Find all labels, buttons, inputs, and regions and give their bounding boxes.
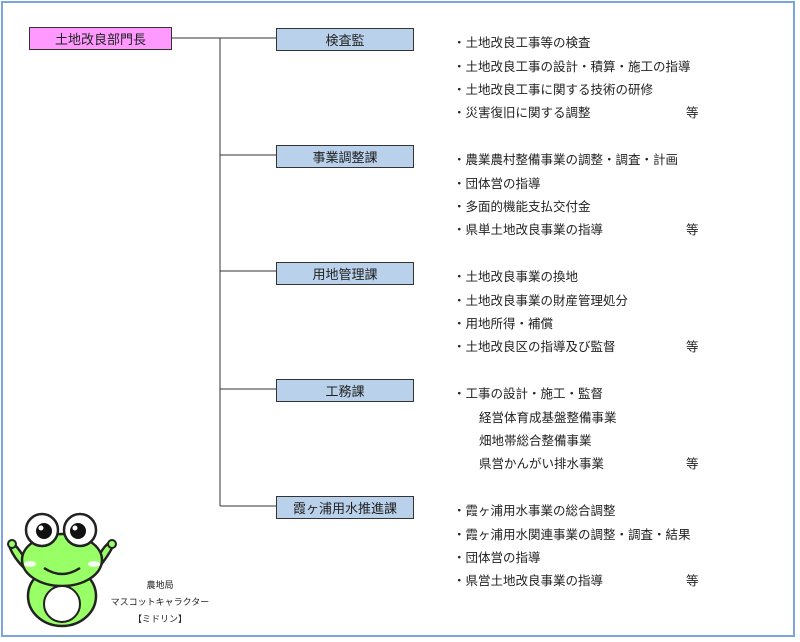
duty-item: ・災害復旧に関する調整 (453, 102, 591, 121)
unit-box-kensakan: 検査監 (276, 28, 414, 51)
mascot-caption-line3: 【ミドリン】 (100, 612, 220, 625)
mascot-caption-line2: マスコットキャラクター (100, 595, 220, 608)
mascot-caption-line1: 農地局 (100, 578, 220, 591)
unit-box-yochi-kanri: 用地管理課 (276, 262, 414, 285)
duty-item: 県営かんがい排水事業 (479, 453, 604, 472)
duty-item: ・工事の設計・施工・監督 (453, 383, 603, 402)
unit-label: 霞ヶ浦用水推進課 (293, 498, 397, 517)
head-label: 土地改良部門長 (55, 29, 146, 48)
duty-item: ・土地改良工事等の検査 (453, 32, 591, 51)
etc-mark: 等 (686, 336, 699, 355)
unit-label: 検査監 (325, 30, 364, 49)
duty-item: ・多面的機能支払交付金 (453, 196, 591, 215)
unit-label: 用地管理課 (312, 264, 377, 283)
duty-item: ・土地改良事業の財産管理処分 (453, 290, 628, 309)
duty-item: ・土地改良工事の設計・積算・施工の指導 (453, 56, 691, 75)
unit-label: 工務課 (325, 381, 364, 400)
duty-item: ・団体営の指導 (453, 173, 541, 192)
duty-item: ・霞ヶ浦用水関連事業の調整・調査・結果 (453, 524, 691, 543)
etc-mark: 等 (686, 219, 699, 238)
unit-box-kasumigaura: 霞ヶ浦用水推進課 (276, 496, 414, 519)
unit-label: 事業調整課 (312, 147, 377, 166)
duty-item: ・土地改良事業の換地 (453, 266, 578, 285)
duty-item: ・霞ヶ浦用水事業の総合調整 (453, 500, 616, 519)
duty-item: 経営体育成基盤整備事業 (479, 407, 617, 426)
unit-box-jigyo-chosei: 事業調整課 (276, 145, 414, 168)
etc-mark: 等 (686, 570, 699, 589)
duty-item: ・農業農村整備事業の調整・調査・計画 (453, 149, 678, 168)
duty-item: ・県営土地改良事業の指導 (453, 570, 603, 589)
duty-item: ・用地所得・補償 (453, 313, 553, 332)
duty-item: ・土地改良工事に関する技術の研修 (453, 79, 653, 98)
duty-item: ・県単土地改良事業の指導 (453, 219, 603, 238)
duty-item: 畑地帯総合整備事業 (479, 430, 592, 449)
head-box: 土地改良部門長 (29, 27, 172, 50)
unit-box-komu: 工務課 (276, 379, 414, 402)
duty-item: ・土地改良区の指導及び監督 (453, 336, 616, 355)
etc-mark: 等 (686, 453, 699, 472)
etc-mark: 等 (686, 102, 699, 121)
duty-item: ・団体営の指導 (453, 547, 541, 566)
